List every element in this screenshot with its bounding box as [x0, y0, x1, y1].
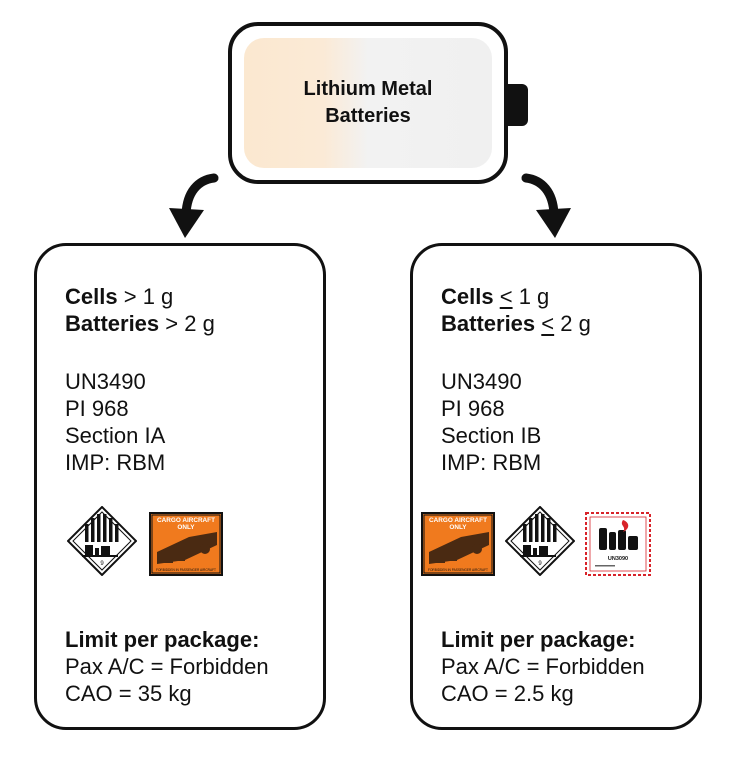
- batteries-threshold: Batteries < 2 g: [441, 310, 591, 337]
- pax-limit: Pax A/C = Forbidden: [441, 654, 645, 679]
- un-number: UN3490: [65, 369, 146, 394]
- battery-fill: [244, 38, 492, 168]
- cao-line1: CARGO AIRCRAFT: [157, 517, 215, 524]
- cells-label: Cells: [65, 284, 118, 309]
- battery-mark-un: UN3090: [608, 556, 628, 562]
- cao-footer: FORBIDDEN IN PASSENGER AIRCRAFT: [428, 568, 488, 572]
- imp-code: IMP: RBM: [65, 450, 166, 475]
- title-line-1: Lithium Metal: [303, 78, 433, 100]
- un-number: UN3490: [441, 369, 522, 394]
- class9-hazard-label-icon: 9: [67, 506, 137, 576]
- class9-number: 9: [100, 561, 104, 567]
- section: Section IB: [441, 423, 542, 448]
- pax-limit: Pax A/C = Forbidden: [65, 654, 269, 679]
- cao-line1: CARGO AIRCRAFT: [429, 517, 487, 524]
- diagram-title: Lithium Metal Batteries: [228, 22, 508, 184]
- limit-title: Limit per package:: [65, 627, 260, 652]
- cells-value: 1 g: [142, 284, 174, 309]
- batteries-label: Batteries: [441, 311, 536, 336]
- left-curved-arrow-icon: [169, 173, 219, 238]
- class9-number: 9: [538, 561, 542, 567]
- packing-instruction: PI 968: [65, 396, 129, 421]
- cells-threshold: Cells > 1 g: [65, 283, 173, 310]
- limit-title: Limit per package:: [441, 627, 636, 652]
- left-card: Cells > 1 g Batteries > 2 g UN3490 PI 96…: [34, 243, 326, 730]
- packing-instruction: PI 968: [441, 396, 505, 421]
- section: Section IA: [65, 423, 166, 448]
- cells-threshold: Cells < 1 g: [441, 283, 549, 310]
- cells-label: Cells: [441, 284, 494, 309]
- cargo-aircraft-only-label-icon: CARGO AIRCRAFT ONLY FORBIDDEN IN PASSENG…: [149, 512, 223, 576]
- cells-operator: >: [123, 284, 137, 309]
- batteries-value: 2 g: [560, 311, 591, 336]
- cells-operator: <: [499, 284, 513, 309]
- battery-shape: [228, 22, 508, 184]
- batteries-label: Batteries: [65, 311, 160, 336]
- class9-hazard-label-icon: 9: [505, 506, 575, 576]
- cao-line2: ONLY: [177, 524, 195, 531]
- batteries-operator: <: [541, 311, 555, 336]
- cells-value: 1 g: [518, 284, 550, 309]
- cao-line2: ONLY: [449, 524, 467, 531]
- batteries-threshold: Batteries > 2 g: [65, 310, 215, 337]
- imp-code: IMP: RBM: [441, 450, 542, 475]
- cao-footer: FORBIDDEN IN PASSENGER AIRCRAFT: [156, 568, 216, 572]
- batteries-value: 2 g: [184, 311, 215, 336]
- title-line-2: Batteries: [325, 105, 411, 127]
- right-card: Cells < 1 g Batteries < 2 g UN3490 PI 96…: [410, 243, 702, 730]
- cao-limit: CAO = 35 kg: [65, 681, 192, 706]
- lithium-battery-mark-icon: UN3090: [585, 512, 651, 576]
- cargo-aircraft-only-label-icon: CARGO AIRCRAFT ONLY FORBIDDEN IN PASSENG…: [421, 512, 495, 576]
- batteries-operator: >: [165, 311, 179, 336]
- cao-limit: CAO = 2.5 kg: [441, 681, 574, 706]
- battery-terminal: [508, 84, 528, 126]
- right-curved-arrow-icon: [521, 173, 571, 238]
